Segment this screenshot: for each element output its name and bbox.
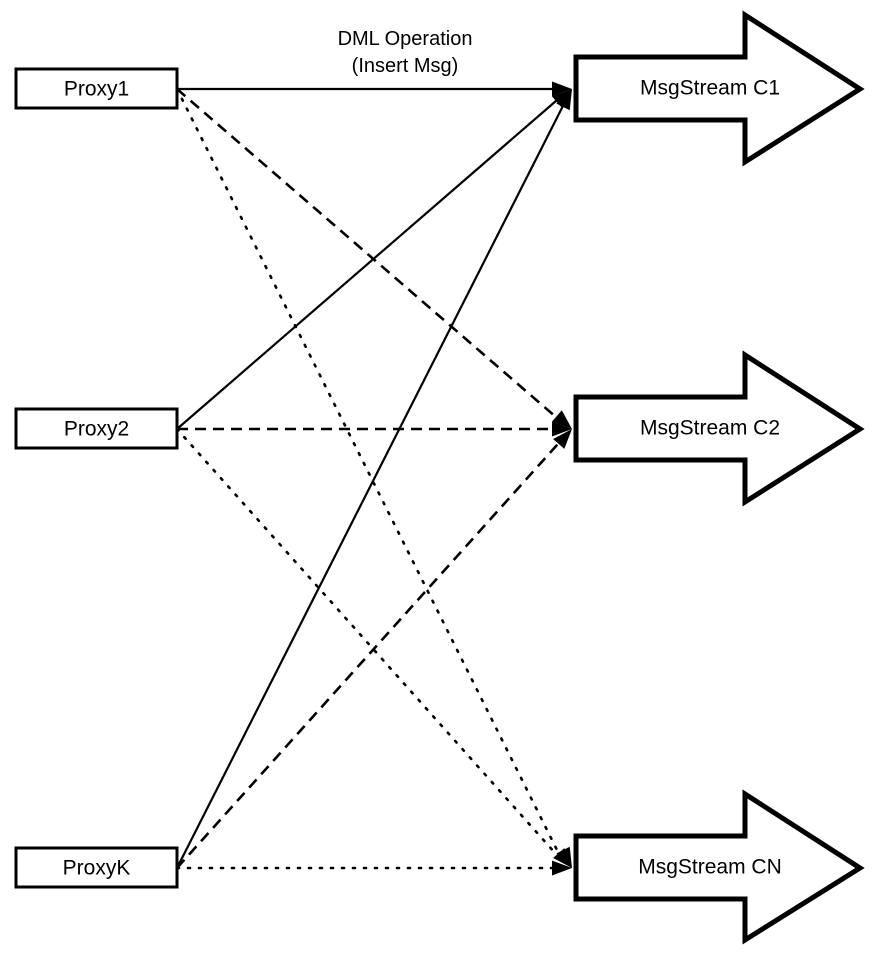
link-proxy1-to-msgstream-cn [175,87,565,864]
msgstream-node-msgstream-cn[interactable]: MsgStream CN [573,789,865,945]
proxy-label: Proxy2 [64,418,129,441]
msgstream-node-msgstream-c2[interactable]: MsgStream C2 [573,350,865,507]
link-proxy1-to-msgstream-c2 [176,88,565,425]
msgstream-label: MsgStream C2 [640,417,780,440]
arrowhead-head-cn-from-proxyK [552,860,572,876]
link-proxy2-to-msgstream-cn [175,427,566,865]
arrowhead-head-c1-from-proxy1 [552,81,572,97]
proxy-box [14,67,179,110]
msgstream-node-msgstream-c1[interactable]: MsgStream C1 [573,10,865,167]
arrowhead-head-c2-from-proxyK [553,429,572,449]
proxy-node-proxyK[interactable]: ProxyK [14,846,179,889]
proxy-box [14,846,179,889]
link-proxyK-to-msgstream-c2 [176,434,567,869]
msgstream-label: MsgStream CN [638,856,782,879]
block-arrow-icon [573,10,865,167]
link-proxy2-to-msgstream-c1 [176,93,565,430]
proxy-node-proxy1[interactable]: Proxy1 [14,67,179,110]
proxy-label: ProxyK [63,857,131,880]
arrowhead-head-c1-from-proxyK [556,89,572,111]
edge-label-line2: (Insert Msg) [352,55,459,77]
arrowhead-head-c2-from-proxy2 [552,421,572,437]
block-arrow-icon [573,350,865,507]
arrowhead-head-cn-from-proxy2 [553,848,572,868]
block-arrow-icon [573,789,865,945]
link-proxyK-to-msgstream-c1 [176,95,569,869]
proxy-node-proxy2[interactable]: Proxy2 [14,407,179,450]
proxy-label: Proxy1 [64,78,129,101]
msgstream-layer: MsgStream C1 MsgStream C2 MsgStream CN [573,10,865,945]
edge-label-line1: DML Operation [338,28,473,50]
proxy-box [14,407,179,450]
arrowhead-head-c2-from-proxy1 [551,410,572,429]
link-layer [175,87,569,870]
msgstream-label: MsgStream C1 [640,77,780,100]
arrowhead-layer [551,81,572,876]
edge-label-dml-operation: DML Operation (Insert Msg) [338,28,473,77]
